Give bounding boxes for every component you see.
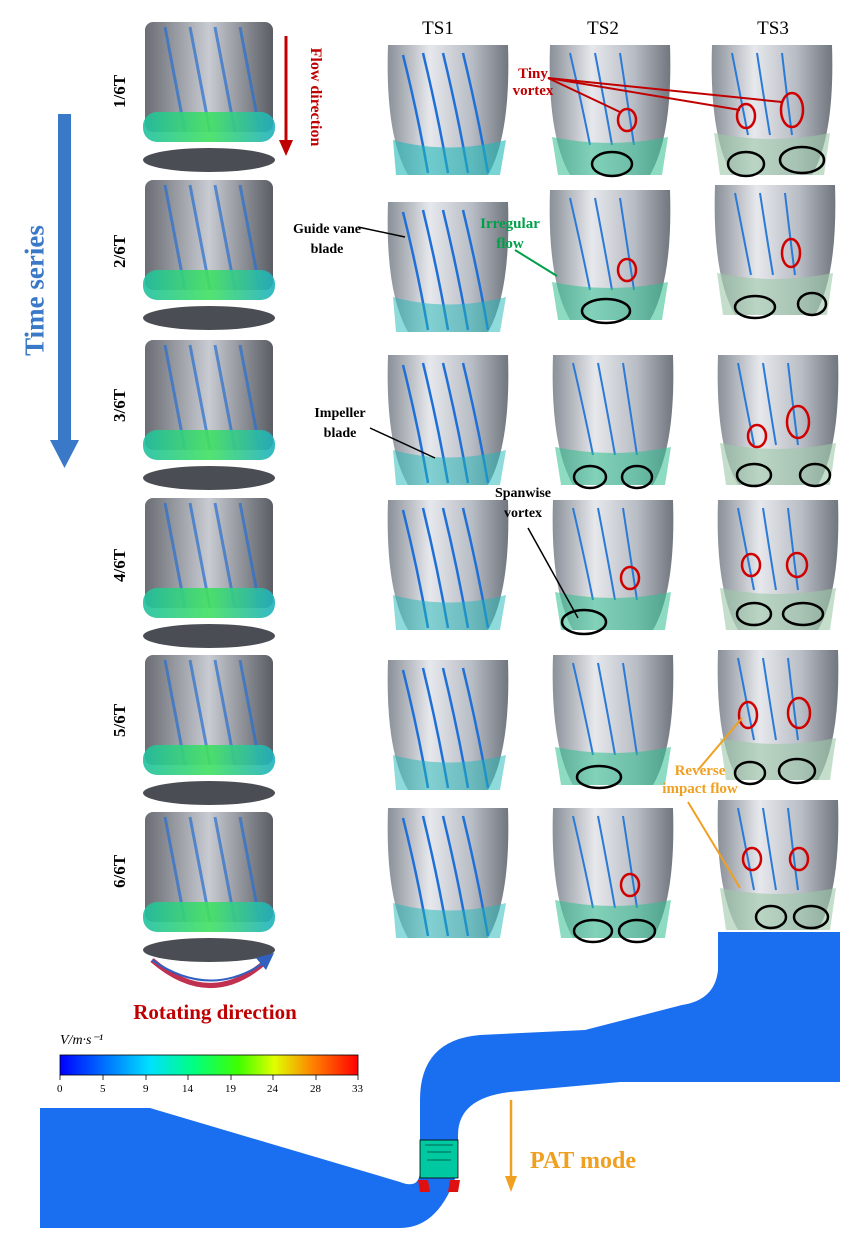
guide-vane-blade-label: Guide vane blade — [282, 220, 372, 260]
irregular-flow-label: Irregular flow — [470, 214, 550, 254]
colorbar — [59, 1054, 359, 1080]
impeller-render-2 — [143, 180, 275, 330]
spanwise-vortex-line-1: Spanwise — [494, 486, 552, 501]
time-series-arrow — [50, 114, 79, 468]
flow-direction-label: Flow direction — [307, 47, 324, 147]
tiny-vortex-pointers — [547, 77, 783, 113]
blade-render-ts1-r4 — [387, 500, 509, 630]
irregular-flow-pointer — [514, 249, 558, 277]
row-label-3: 3/6T — [110, 388, 129, 422]
spanwise-vortex-line-2: vortex — [503, 506, 543, 521]
pat-mode-label: PAT mode — [530, 1148, 636, 1174]
tick-label-6: 28 — [310, 1083, 321, 1095]
spanwise-vortex-label: Spanwise vortex — [478, 484, 568, 524]
impeller-render-1 — [143, 22, 275, 172]
irregular-flow-line-1: Irregular — [480, 216, 540, 232]
tiny-vortex-label: Tiny vortex — [498, 66, 568, 100]
impeller-render-6 — [143, 812, 275, 962]
blade-render-ts1-r3 — [387, 355, 509, 485]
colorbar-unit-label: V/m·s⁻¹ — [60, 1033, 104, 1048]
guide-vane-line-2: blade — [310, 242, 344, 257]
reverse-impact-line-2: impact flow — [662, 781, 738, 797]
row-label-2: 2/6T — [110, 234, 129, 268]
row-label-5: 5/6T — [110, 703, 129, 737]
impeller-blade-line-1: Impeller — [314, 406, 366, 421]
row-label-6: 6/6T — [110, 854, 129, 888]
tick-label-0: 0 — [57, 1083, 63, 1095]
spanwise-vortex-markers — [560, 145, 832, 944]
spanwise-vortex-pointer — [527, 527, 579, 619]
blade-render-ts2-r2 — [549, 190, 671, 320]
impeller-render-4 — [143, 498, 275, 648]
rotating-direction-arrow — [150, 953, 274, 988]
row-label-1: 1/6T — [110, 74, 129, 108]
blade-render-ts3-r3 — [717, 355, 839, 485]
reverse-flow-pointer-2 — [687, 801, 741, 889]
tick-label-3: 14 — [182, 1083, 193, 1095]
row-label-4: 4/6T — [110, 548, 129, 582]
tick-label-2: 9 — [143, 1083, 149, 1095]
impeller-blade-line-2: blade — [323, 426, 357, 441]
tick-label-4: 19 — [225, 1083, 236, 1095]
blade-render-ts3-r2 — [714, 185, 836, 315]
column-header-ts2: TS2 — [587, 18, 619, 39]
tiny-vortex-line-1: Tiny — [518, 66, 548, 82]
impeller-render-3 — [143, 340, 275, 490]
column-header-ts3: TS3 — [757, 18, 789, 39]
reverse-flow-pointer-1 — [697, 717, 743, 771]
reverse-impact-line-1: Reverse — [674, 763, 726, 779]
blade-render-ts3-r5 — [717, 650, 839, 780]
impeller-blade-pointer — [369, 427, 436, 459]
tick-label-7: 33 — [352, 1083, 363, 1095]
blade-render-ts3-r4 — [717, 500, 839, 630]
rotating-direction-label: Rotating direction — [133, 1000, 297, 1024]
tick-label-1: 5 — [100, 1083, 106, 1095]
blade-render-ts3-r6 — [717, 800, 839, 930]
blade-render-ts3-r1 — [711, 45, 833, 175]
flow-direction-arrow — [279, 36, 293, 156]
blade-render-ts1-r5 — [387, 660, 509, 790]
blade-render-ts1-r6 — [387, 808, 509, 938]
guide-vane-pointer — [357, 226, 406, 238]
blade-render-ts2-r1 — [549, 45, 671, 175]
guide-vane-line-1: Guide vane — [292, 222, 362, 237]
tiny-vortex-line-2: vortex — [512, 83, 554, 99]
pat-mode-arrow — [505, 1100, 517, 1192]
reverse-impact-flow-label: Reverse impact flow — [650, 762, 750, 798]
blade-render-ts2-r3 — [552, 355, 674, 485]
blade-render-ts2-r4 — [552, 500, 674, 630]
colorbar-tick-labels: 0 5 9 14 19 24 28 33 — [55, 1083, 365, 1097]
blade-render-ts2-r5 — [552, 655, 674, 785]
tick-label-5: 24 — [267, 1083, 278, 1095]
pat-runner — [418, 1139, 460, 1192]
time-series-label: Time series — [19, 225, 50, 356]
column-header-ts1: TS1 — [422, 18, 454, 39]
pat-pipe — [40, 932, 840, 1228]
blade-render-ts1-r2 — [387, 202, 509, 332]
impeller-blade-label: Impeller blade — [300, 404, 380, 444]
colorbar-ticks — [59, 1075, 359, 1080]
blade-render-ts2-r6 — [552, 808, 674, 938]
impeller-render-5 — [143, 655, 275, 805]
irregular-flow-line-2: flow — [496, 236, 524, 252]
blade-render-ts1-r1 — [387, 45, 509, 175]
tiny-vortex-markers — [616, 91, 812, 898]
